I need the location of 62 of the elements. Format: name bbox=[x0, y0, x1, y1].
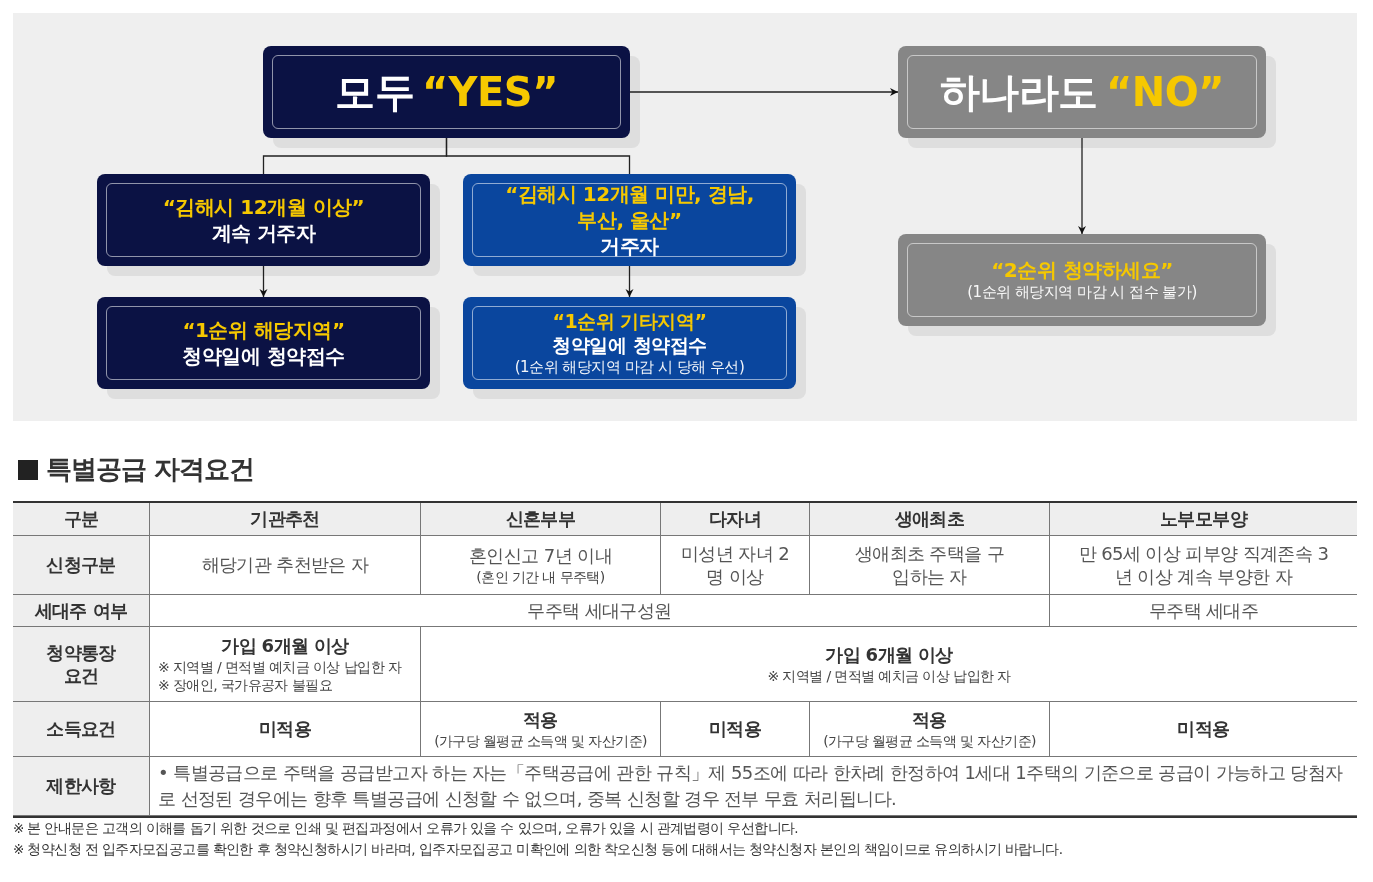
cell-text: 소득요건 bbox=[46, 717, 116, 741]
cell-text: 미성년 자녀 2명 이상 bbox=[680, 541, 790, 589]
cell-text: 무주택 세대구성원 bbox=[527, 598, 672, 623]
cell-text: • 특별공급으로 주택을 공급받고자 하는 자는「주택공급에 관한 규칙」제 55조에 따라 한차례 한정하여 1세대 1주택의 기준으로 공급이 가능하고 당첨자로 선정된 경우에는 향후 특별공급에 신청할 수 없으며, 중복 신청할 경우 전부 무효 처리됩니다. bbox=[158, 760, 1343, 811]
process-box bbox=[463, 297, 796, 389]
box-text: 하나라도 bbox=[939, 68, 1098, 117]
cell-text: 노부모부양 bbox=[1160, 507, 1247, 531]
box-text: “YES” bbox=[422, 68, 558, 117]
box-text: 모두 bbox=[335, 68, 415, 117]
cell-text: 다자녀 bbox=[708, 507, 762, 531]
process-box bbox=[898, 46, 1266, 138]
note-text: ※ 지역별 / 면적별 예치금 이상 납입한 자 bbox=[767, 666, 1011, 685]
cell-text: 무주택 세대주 bbox=[1148, 598, 1259, 623]
cell-text: 적용 bbox=[912, 708, 947, 732]
cell-text: 청약통장 요건 bbox=[45, 640, 117, 688]
process-box bbox=[97, 174, 430, 266]
arrow bbox=[1078, 137, 1086, 235]
process-box bbox=[97, 297, 430, 389]
box-text: “2순위 청약하세요” bbox=[991, 257, 1173, 284]
cell-text: 해당기관 추천받은 자 bbox=[201, 553, 369, 577]
box-text: 청약일에 청약접수 bbox=[552, 333, 707, 358]
arrow bbox=[625, 265, 634, 298]
note-text: (가구당 월평균 소득액 및 자산기준) bbox=[434, 731, 647, 750]
cell-text: 구분 bbox=[63, 507, 99, 531]
box-text: “1순위 해당지역” bbox=[182, 317, 345, 343]
cell-text: 혼인신고 7년 이내 bbox=[469, 544, 612, 568]
section-heading: 특별공급 자격요건 bbox=[46, 453, 255, 486]
box-text: “NO” bbox=[1105, 68, 1225, 117]
footnote: ※ 본 안내문은 고객의 이해를 돕기 위한 것으로 인쇄 및 편집과정에서 오류가 있을 수 있으며, 오류가 있을 시 관계법령이 우선합니다. bbox=[13, 820, 800, 838]
note-text: (1순위 해당지역 마감 시 접수 불가) bbox=[967, 283, 1197, 303]
arrow bbox=[629, 88, 899, 96]
cell-text: 적용 bbox=[523, 708, 558, 732]
box-text: “김해시 12개월 이상” bbox=[162, 194, 365, 220]
box-text: “1순위 기타지역” bbox=[552, 308, 707, 334]
connector-line bbox=[445, 137, 631, 175]
cell-text: 생애최초 bbox=[894, 507, 965, 531]
cell-text: 신청구분 bbox=[46, 553, 116, 577]
box-text: 계속 거주자 bbox=[211, 220, 316, 246]
cell-text: 미적용 bbox=[708, 717, 762, 741]
cell-text: 제한사항 bbox=[46, 774, 116, 798]
process-box bbox=[898, 234, 1266, 326]
box-text: “김해시 12개월 미만, 경남, 부산, 울산” bbox=[504, 181, 755, 233]
box-text: 청약일에 청약접수 bbox=[182, 343, 345, 369]
note-text: ※ 장애인, 국가유공자 불필요 bbox=[158, 675, 332, 694]
cell-text: 미적용 bbox=[1177, 717, 1230, 741]
footnote: ※ 청약신청 전 입주자모집공고를 확인한 후 청약신청하시기 바라며, 입주자모집공고 미확인에 의한 착오신청 등에 대해서는 청약신청자 본인의 책임이므로 유의하시기 바랍니다. bbox=[13, 841, 1063, 859]
cell-text: 기관추천 bbox=[250, 507, 320, 531]
cell-text: 생애최초 주택을 구입하는 자 bbox=[854, 541, 1005, 589]
note-text: ※ 지역별 / 면적별 예치금 이상 납입한 자 bbox=[158, 657, 402, 676]
cell-text: 가입 6개월 이상 bbox=[221, 634, 349, 658]
note-text: (1순위 해당지역 마감 시 당해 우선) bbox=[514, 357, 745, 378]
arrow bbox=[259, 265, 268, 298]
box-text: 거주자 bbox=[600, 233, 659, 259]
cell-text: 미적용 bbox=[258, 717, 312, 741]
cell-text: 만 65세 이상 피부양 직계존속 3년 이상 계속 부양한 자 bbox=[1078, 541, 1329, 589]
note-text: (가구당 월평균 소득액 및 자산기준) bbox=[823, 731, 1036, 750]
process-box bbox=[263, 46, 630, 138]
cell-text: 세대주 여부 bbox=[34, 598, 128, 623]
note-text: (혼인 기간 내 무주택) bbox=[476, 567, 605, 586]
process-box bbox=[463, 174, 796, 266]
cell-text: 신혼부부 bbox=[505, 507, 576, 531]
cell-text: 가입 6개월 이상 bbox=[825, 643, 953, 667]
